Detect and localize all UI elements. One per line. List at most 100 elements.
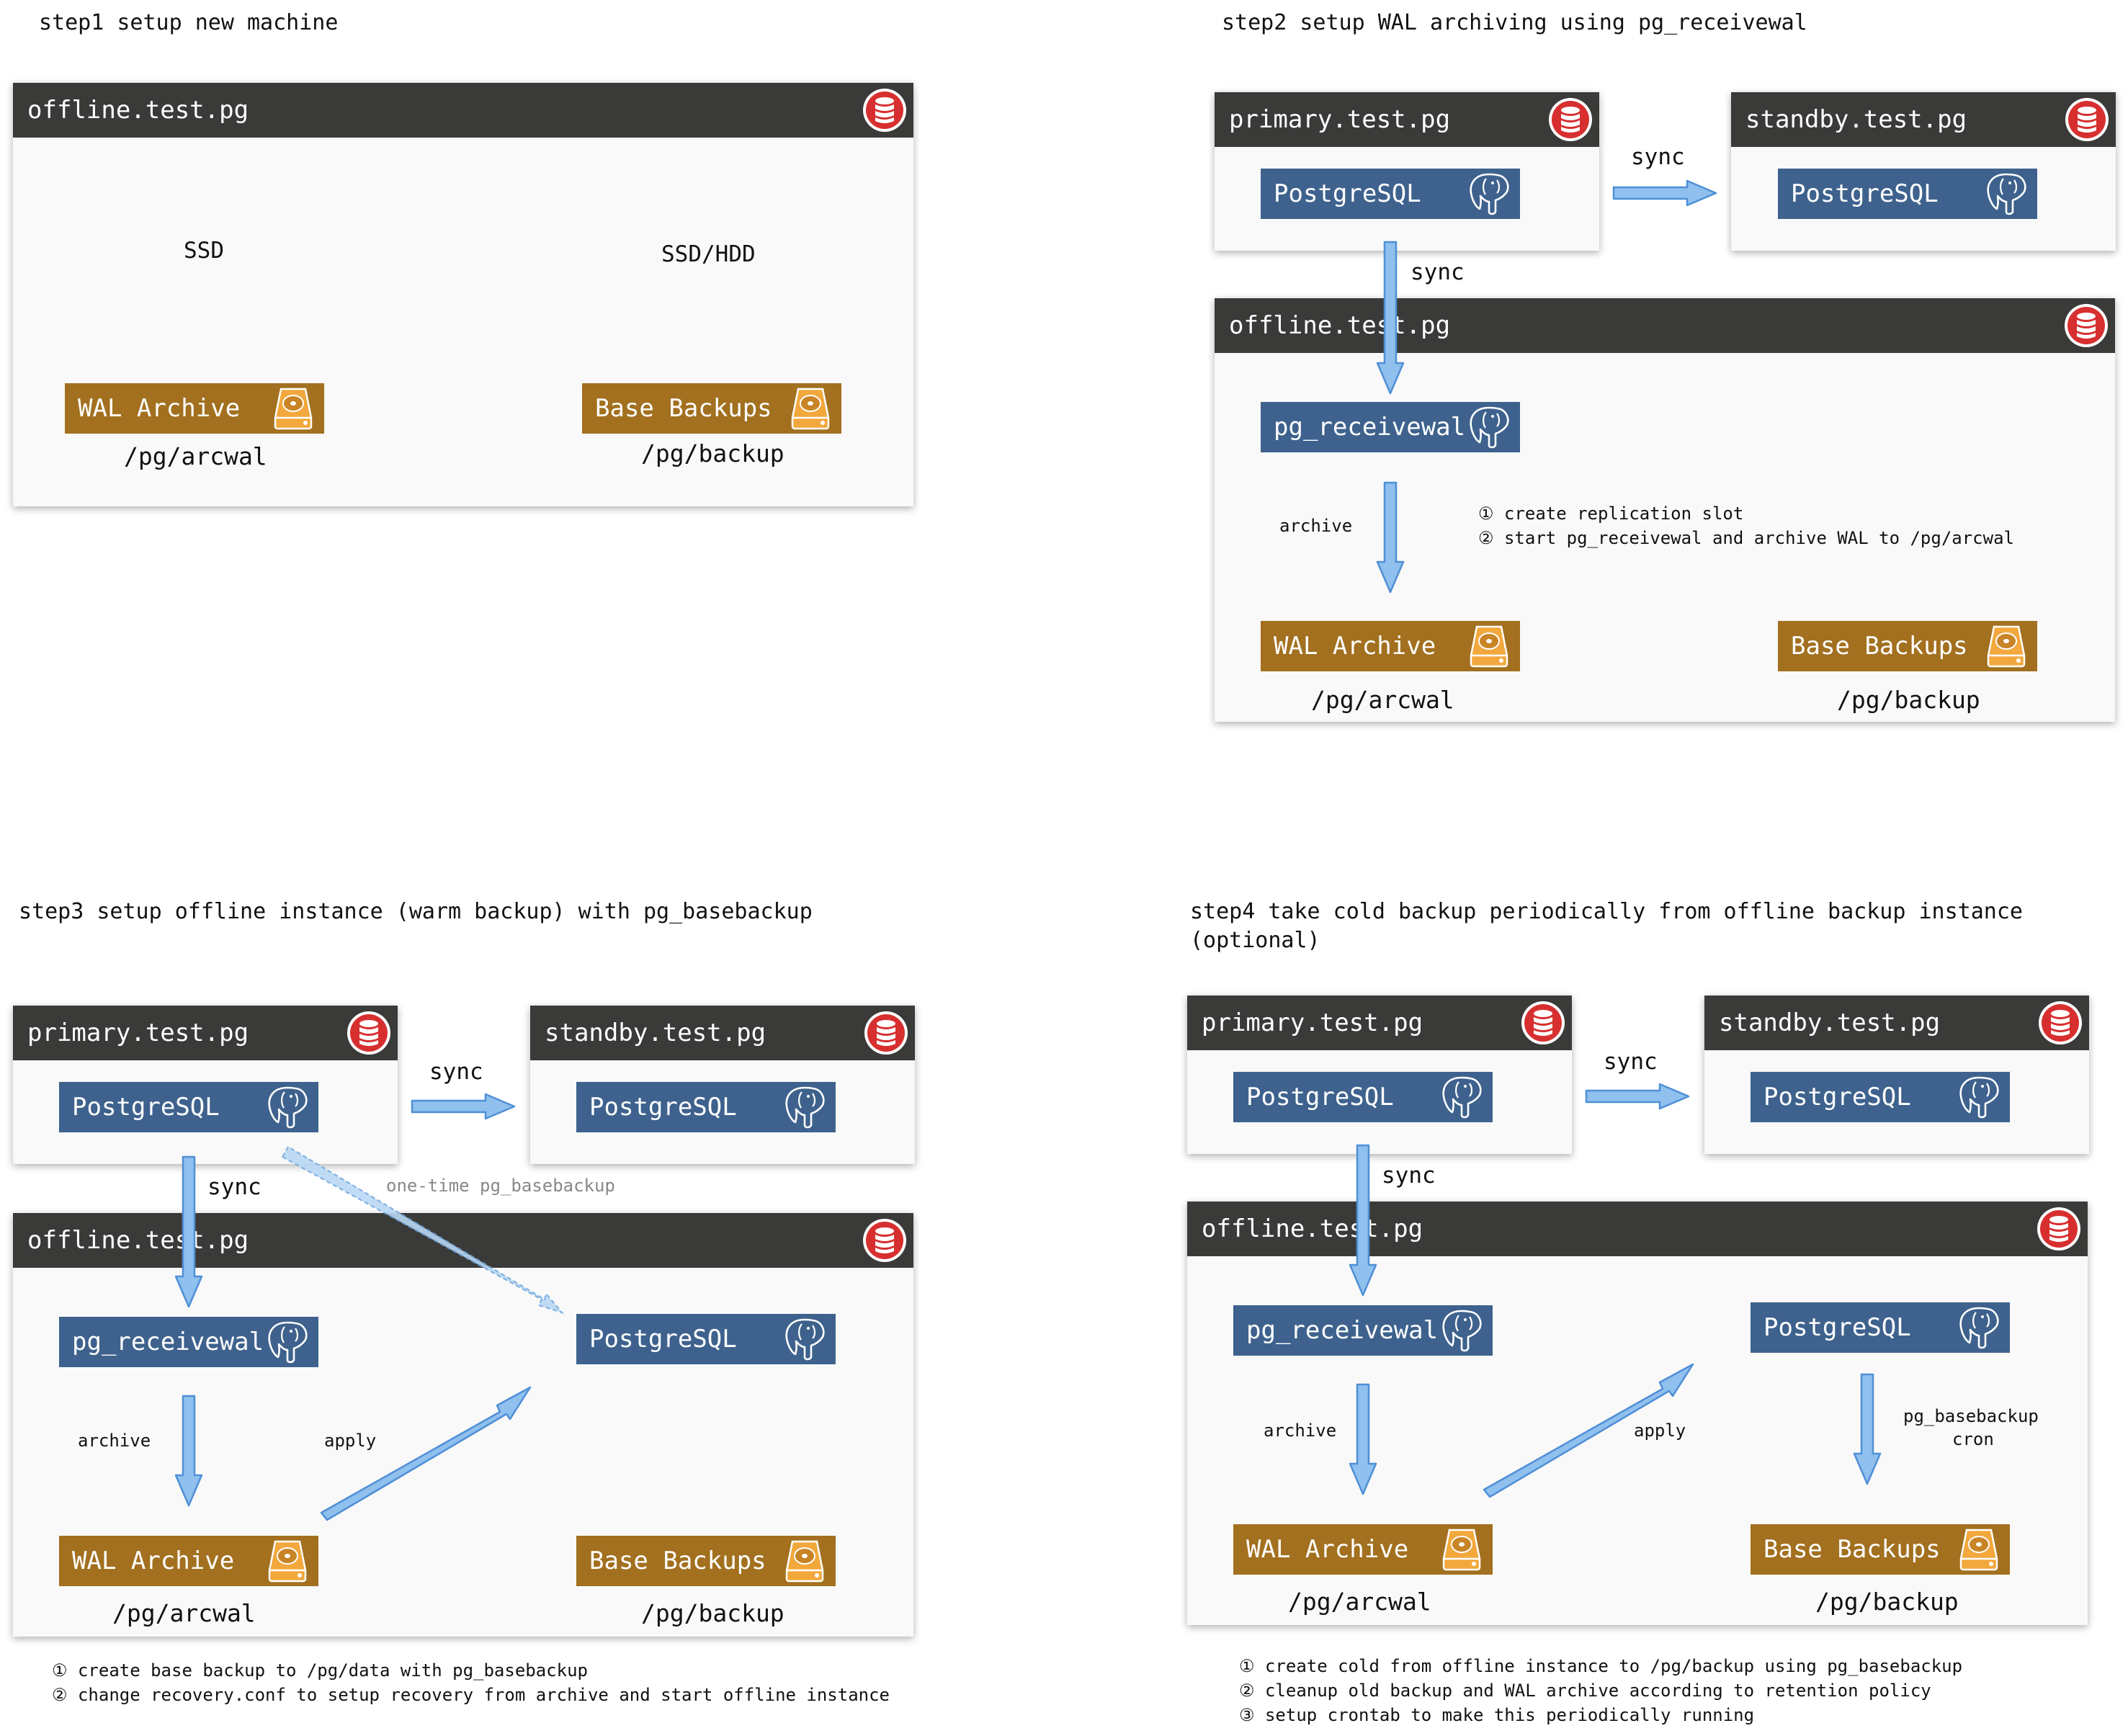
archive-label: archive [78, 1431, 151, 1451]
wal-archive-box: WAL Archive [1233, 1524, 1493, 1575]
box-label: Base Backups [595, 394, 772, 423]
box-label: WAL Archive [72, 1547, 235, 1575]
archive-arrow [1349, 1383, 1377, 1495]
wal-archive-box: WAL Archive [59, 1536, 318, 1586]
step1-offline-header: offline.test.pg [13, 83, 913, 138]
box-label: PostgreSQL [1763, 1083, 1911, 1111]
box-label: Base Backups [1763, 1535, 1941, 1564]
base-backups-path: /pg/backup [641, 439, 784, 467]
base-backups-box: Base Backups [576, 1536, 836, 1586]
step4-note-2: ② cleanup old backup and WAL archive acc… [1239, 1681, 1931, 1701]
host-name: standby.test.pg [1719, 1008, 1941, 1037]
cron-label: cron [1952, 1429, 1994, 1449]
standby-header: standby.test.pg [1731, 92, 2116, 147]
box-label: PostgreSQL [589, 1325, 737, 1354]
pg-receivewal-box: pg_receivewal [1261, 402, 1520, 452]
sync-arrow [1349, 1144, 1377, 1297]
offline-header: offline.test.pg [1215, 298, 2115, 353]
sync-arrow [411, 1093, 516, 1120]
pg-basebackup-label: pg_basebackup [1903, 1406, 2039, 1426]
one-time-basebackup-arrow [281, 1145, 564, 1314]
host-name: offline.test.pg [27, 96, 249, 125]
host-name: primary.test.pg [1229, 105, 1451, 134]
sync-arrow [1585, 1083, 1690, 1110]
host-name: offline.test.pg [1202, 1214, 1423, 1243]
apply-arrow [320, 1386, 532, 1521]
apply-label: apply [324, 1431, 377, 1451]
step3-note-2: ② change recovery.conf to setup recovery… [52, 1685, 890, 1705]
step1-offline-panel: offline.test.pg [13, 83, 913, 506]
box-label: pg_receivewal [72, 1328, 264, 1356]
base-backups-box: Base Backups [1778, 621, 2037, 671]
primary-postgresql-box: PostgreSQL [1233, 1072, 1493, 1122]
box-label: PostgreSQL [72, 1093, 220, 1122]
sync-label: sync [1411, 259, 1465, 285]
box-label: PostgreSQL [589, 1093, 737, 1122]
box-label: WAL Archive [1274, 632, 1436, 661]
archive-label: archive [1264, 1420, 1337, 1441]
base-backups-path: /pg/backup [1837, 686, 1980, 714]
step2-offline-panel: offline.test.pg [1215, 298, 2115, 722]
standby-postgresql-box: PostgreSQL [1778, 169, 2037, 219]
archive-label: archive [1279, 516, 1353, 536]
host-name: primary.test.pg [1202, 1008, 1423, 1037]
pg-receivewal-box: pg_receivewal [59, 1317, 318, 1367]
box-label: pg_receivewal [1246, 1316, 1439, 1345]
box-label: PostgreSQL [1791, 179, 1939, 208]
base-backups-path: /pg/backup [641, 1599, 784, 1627]
standby-postgresql-box: PostgreSQL [1751, 1072, 2010, 1122]
box-label: WAL Archive [78, 394, 241, 423]
step4-note-1: ① create cold from offline instance to /… [1239, 1656, 1963, 1676]
primary-header: primary.test.pg [13, 1006, 398, 1060]
pg-basebackup-arrow [1853, 1373, 1882, 1485]
sync-label: sync [1382, 1163, 1436, 1189]
sync-arrow [1376, 241, 1405, 395]
host-name: offline.test.pg [27, 1226, 249, 1255]
host-name: offline.test.pg [1229, 311, 1451, 340]
archive-arrow [174, 1395, 203, 1507]
box-label: WAL Archive [1246, 1535, 1409, 1564]
step3-title: step3 setup offline instance (warm backu… [19, 899, 813, 924]
standby-postgresql-box: PostgreSQL [576, 1082, 836, 1132]
step3-primary-panel: primary.test.pg [13, 1006, 398, 1164]
step3-note-1: ① create base backup to /pg/data with pg… [52, 1660, 588, 1681]
box-label: PostgreSQL [1246, 1083, 1394, 1111]
primary-header: primary.test.pg [1187, 995, 1572, 1050]
one-time-basebackup-label: one-time pg_basebackup [386, 1176, 615, 1196]
sync-label: sync [1604, 1049, 1658, 1075]
box-label: PostgreSQL [1274, 179, 1421, 208]
step4-note-3: ③ setup crontab to make this periodicall… [1239, 1705, 1755, 1725]
offline-postgresql-box: PostgreSQL [1751, 1302, 2010, 1353]
base-backups-box: Base Backups [1751, 1524, 2010, 1575]
archive-arrow [1376, 481, 1405, 594]
step2-note-2: ② start pg_receivewal and archive WAL to… [1478, 528, 2014, 548]
sync-arrow [1612, 179, 1717, 207]
sync-arrow [174, 1155, 203, 1308]
ssd-label: SSD [184, 238, 224, 264]
step2-title: step2 setup WAL archiving using pg_recei… [1222, 10, 1807, 35]
primary-postgresql-box: PostgreSQL [59, 1082, 318, 1132]
apply-arrow [1483, 1363, 1694, 1498]
box-label: Base Backups [1791, 632, 1968, 661]
box-label: PostgreSQL [1763, 1313, 1911, 1342]
wal-archive-box: WAL Archive [1261, 621, 1520, 671]
base-backups-box: Base Backups [582, 383, 841, 434]
sync-label: sync [429, 1059, 483, 1085]
standby-header: standby.test.pg [530, 1006, 915, 1060]
primary-postgresql-box: PostgreSQL [1261, 169, 1520, 219]
primary-header: primary.test.pg [1215, 92, 1599, 147]
offline-postgresql-box: PostgreSQL [576, 1314, 836, 1364]
wal-archive-box: WAL Archive [65, 383, 324, 434]
step4-title: step4 take cold backup periodically from… [1190, 899, 2023, 924]
pg-receivewal-box: pg_receivewal [1233, 1305, 1493, 1356]
step1-title: step1 setup new machine [39, 10, 339, 35]
apply-label: apply [1634, 1420, 1686, 1441]
wal-archive-path: /pg/arcwal [1288, 1588, 1431, 1616]
wal-archive-path: /pg/arcwal [1311, 686, 1454, 714]
sync-label: sync [207, 1174, 261, 1200]
step2-note-1: ① create replication slot [1478, 504, 1744, 524]
ssd-hdd-label: SSD/HDD [661, 241, 756, 267]
standby-header: standby.test.pg [1704, 995, 2089, 1050]
host-name: standby.test.pg [545, 1019, 766, 1047]
